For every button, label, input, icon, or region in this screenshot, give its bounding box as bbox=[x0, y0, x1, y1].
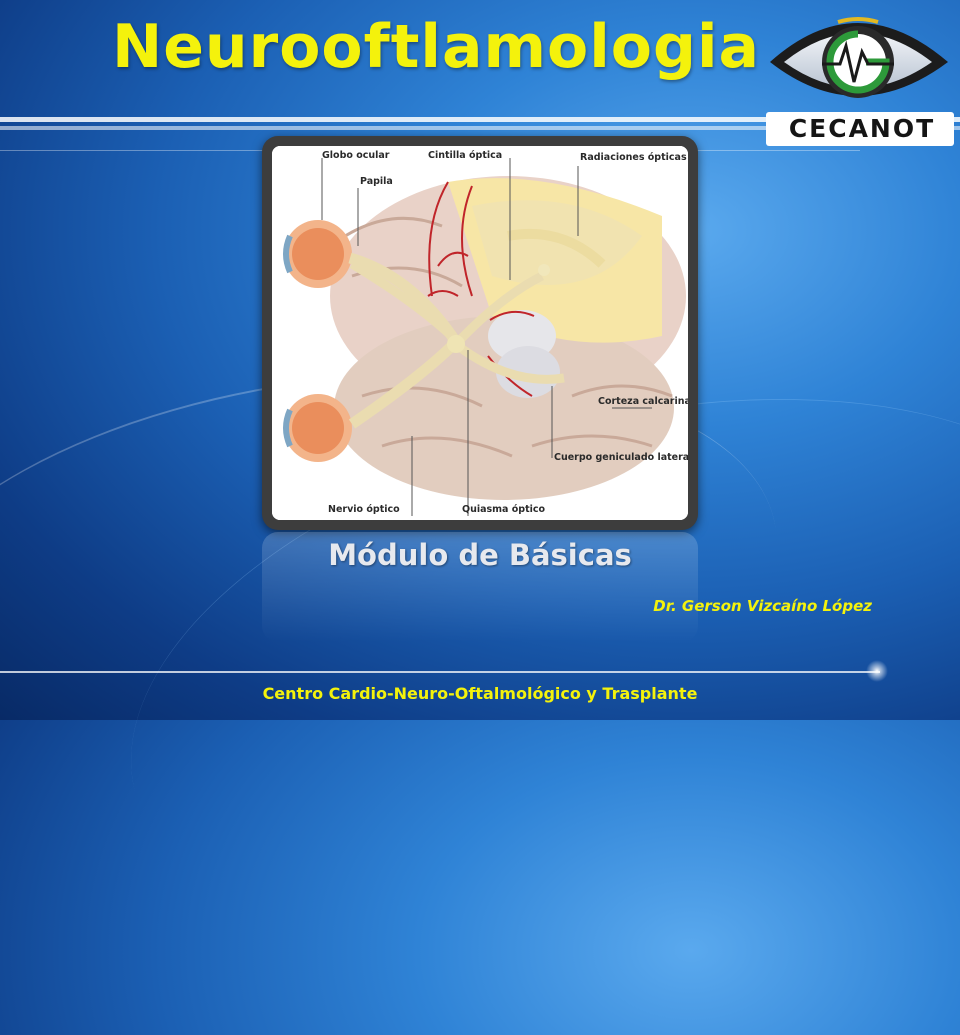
footer-divider bbox=[0, 671, 880, 673]
visual-pathway-illustration: Globo ocular Papila Cintilla óptica Radi… bbox=[272, 146, 688, 520]
author-name: Dr. Gerson Vizcaíno López bbox=[653, 597, 872, 615]
label-corteza-calcarina: Corteza calcarina bbox=[598, 396, 688, 407]
label-globo-ocular: Globo ocular bbox=[322, 150, 390, 161]
sparkle-icon bbox=[866, 660, 888, 682]
header-divider bbox=[0, 117, 960, 122]
anatomy-figure-frame: Globo ocular Papila Cintilla óptica Radi… bbox=[262, 136, 698, 530]
footer-text: Centro Cardio-Neuro-Oftalmológico y Tras… bbox=[262, 684, 698, 703]
label-nervio-optico: Nervio óptico bbox=[328, 504, 400, 515]
label-cuerpo-geniculado-lateral: Cuerpo geniculado lateral bbox=[554, 452, 688, 463]
cecanot-logo bbox=[762, 2, 958, 152]
slide-title: Neurooftlamologia bbox=[111, 12, 761, 82]
label-papila: Papila bbox=[360, 176, 393, 187]
label-cintilla-optica: Cintilla óptica bbox=[428, 150, 503, 161]
eye-with-heartbeat-icon bbox=[766, 17, 954, 146]
label-quiasma-optico: Quiasma óptico bbox=[462, 504, 546, 515]
figure-reflection bbox=[262, 532, 698, 642]
logo-text: CECANOT bbox=[788, 114, 936, 143]
slide-subtitle: Módulo de Básicas bbox=[328, 538, 632, 572]
label-radiaciones-opticas: Radiaciones ópticas bbox=[580, 152, 687, 163]
header-divider bbox=[0, 126, 960, 130]
